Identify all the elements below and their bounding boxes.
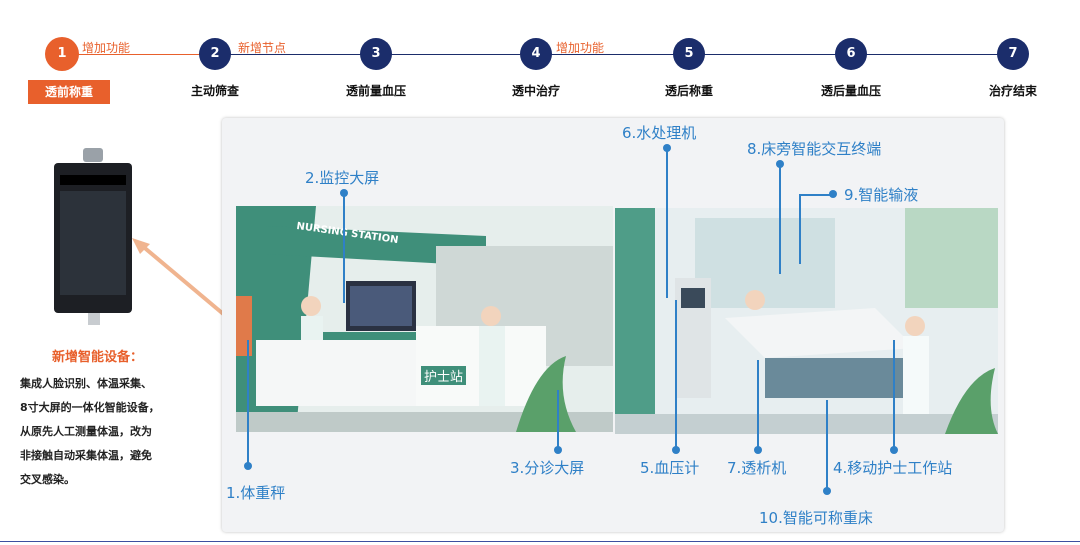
description-line: 交叉感染。: [20, 473, 75, 486]
step-note-add-feature: 增加功能: [82, 41, 131, 55]
callout-water-treatment: 6.水处理机: [622, 124, 697, 142]
callout-dot: [754, 446, 762, 454]
callout-dot: [244, 462, 252, 470]
step-7-circle[interactable]: 7: [997, 38, 1029, 70]
callout-line: [343, 193, 345, 303]
description-line: 非接触自动采集体温，避免: [20, 449, 152, 462]
callout-triage-screen: 3.分诊大屏: [510, 459, 585, 477]
step-note-new-node: 新增节点: [238, 41, 287, 55]
face-recognition-terminal: [54, 163, 132, 313]
step-1-circle[interactable]: 1: [45, 37, 79, 71]
callout-dot: [554, 446, 562, 454]
step-7-label: 治疗结束: [988, 84, 1037, 98]
step-6-circle[interactable]: 6: [835, 38, 867, 70]
callout-dot: [823, 487, 831, 495]
nursing-station-illustration: NURSING STATION 护士站: [236, 206, 613, 432]
callout-weighing-bed: 10.智能可称重床: [759, 509, 873, 527]
dialysis-ward-illustration: [615, 208, 998, 434]
callout-dot: [890, 446, 898, 454]
camera-icon: [83, 148, 103, 162]
callout-line: [779, 164, 781, 274]
device-stand: [88, 313, 100, 325]
step-note-add-feature: 增加功能: [556, 41, 605, 55]
step-2-label: 主动筛查: [190, 84, 239, 98]
nursing-station-drawing: [236, 206, 613, 432]
callout-mobile-nurse-station: 4.移动护士工作站: [833, 459, 953, 477]
step-connector: [214, 54, 1014, 55]
callout-line: [799, 194, 833, 196]
callout-line: [893, 340, 895, 448]
callout-line: [799, 194, 801, 264]
new-device-title: 新增智能设备：: [52, 350, 144, 365]
callout-bedside-terminal: 8.床旁智能交互终端: [747, 140, 882, 158]
step-6-label: 透后量血压: [820, 84, 881, 98]
callout-blood-pressure-meter: 5.血压计: [640, 459, 700, 477]
step-4-label: 透中治疗: [511, 84, 560, 98]
callout-line: [247, 340, 249, 466]
callout-monitor-screen: 2.监控大屏: [305, 169, 380, 187]
device-screen: [60, 191, 126, 295]
step-3-label: 透前量血压: [345, 84, 406, 98]
dialysis-ward-drawing: [615, 208, 998, 434]
callout-dot: [672, 446, 680, 454]
callout-dialysis-machine: 7.透析机: [727, 459, 787, 477]
callout-smart-infusion: 9.智能输液: [844, 186, 919, 204]
bottom-divider: [0, 541, 1080, 542]
callout-line: [675, 300, 677, 448]
step-2-circle[interactable]: 2: [199, 38, 231, 70]
description-line: 集成人脸识别、体温采集、: [20, 377, 152, 390]
callout-line: [666, 148, 668, 298]
step-1-label: 透前称重: [28, 80, 110, 104]
callout-dot: [829, 190, 837, 198]
device-sensor-band: [60, 175, 126, 185]
step-4-circle[interactable]: 4: [520, 38, 552, 70]
step-3-circle[interactable]: 3: [360, 38, 392, 70]
callout-line: [557, 390, 559, 450]
description-line: 8寸大屏的一体化智能设备，: [20, 401, 160, 414]
description-line: 从原先人工测量体温，改为: [20, 425, 152, 438]
step-5-label: 透后称重: [664, 84, 713, 98]
counter-sign: 护士站: [421, 366, 467, 385]
step-5-circle[interactable]: 5: [673, 38, 705, 70]
step-connector-highlight: [78, 54, 214, 55]
callout-weighing-scale: 1.体重秤: [226, 484, 286, 502]
callout-line: [757, 360, 759, 448]
new-device-description: 集成人脸识别、体温采集、 8寸大屏的一体化智能设备， 从原先人工测量体温，改为 …: [20, 372, 206, 492]
callout-line: [826, 400, 828, 490]
